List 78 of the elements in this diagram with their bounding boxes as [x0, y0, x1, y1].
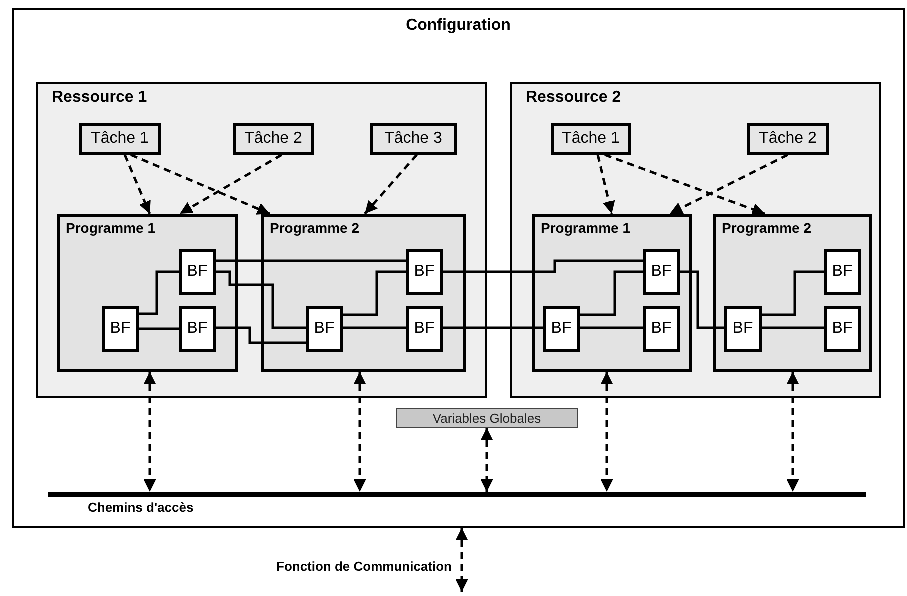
task-label: Tâche 1 [91, 131, 149, 147]
dashed-arrow [354, 372, 366, 492]
task-label: Tâche 1 [562, 131, 620, 147]
function-block-box [179, 306, 216, 352]
dashed-arrow [124, 154, 152, 214]
task-label: Tâche 2 [759, 131, 817, 147]
function-block-box [543, 306, 580, 352]
function-block-box [306, 306, 343, 352]
variables-label: Variables Globales [432, 412, 542, 424]
connection-line [580, 326, 643, 330]
program-heading: Programme 2 [270, 221, 360, 235]
function-block-box [824, 306, 861, 352]
program-heading: Programme 1 [66, 221, 156, 235]
resource-box [510, 82, 881, 398]
block-label: BF [651, 264, 672, 280]
function-block-box [643, 249, 680, 295]
program-box [57, 214, 238, 372]
task-label: Tâche 3 [384, 131, 442, 147]
dashed-arrow [144, 372, 156, 492]
dashed-arrow [364, 154, 418, 215]
program-box [261, 214, 466, 372]
dashed-arrow [130, 154, 270, 216]
block-label: BF [651, 321, 672, 337]
connection-line [680, 270, 724, 330]
connection-line [443, 326, 543, 330]
block-label: BF [314, 321, 335, 337]
diagram-heading: Configuration [405, 18, 512, 34]
block-label: BF [187, 321, 208, 337]
program-heading: Programme 2 [722, 221, 812, 235]
dashed-arrow [604, 154, 766, 216]
connection-line [216, 326, 306, 344]
dashed-arrow [669, 154, 789, 216]
block-label: BF [832, 321, 853, 337]
dashed-arrow [600, 372, 614, 492]
connection-line [762, 326, 824, 330]
resource-heading: Ressource 1 [52, 90, 148, 106]
connection-line [443, 260, 643, 274]
configuration-frame [12, 8, 905, 528]
connection-line [216, 270, 306, 330]
dashed-arrow [456, 528, 468, 592]
function-block-box [102, 306, 139, 352]
block-label: BF [832, 264, 853, 280]
function-block-box [406, 306, 443, 352]
connection-line [343, 326, 406, 330]
global-variables-box [396, 408, 578, 428]
task-box [370, 123, 457, 155]
dashed-arrow [480, 428, 494, 492]
function-block-box [824, 249, 861, 295]
dashed-arrow [179, 154, 283, 216]
block-label: BF [732, 321, 754, 337]
function-block-box [406, 249, 443, 295]
resource-box [36, 82, 487, 398]
program-heading: Programme 1 [541, 221, 630, 235]
connection-line [139, 328, 179, 330]
task-box [747, 123, 829, 155]
task-label: Tâche 2 [244, 131, 302, 147]
connection-line [139, 270, 179, 316]
function-block-box [643, 306, 680, 352]
block-label: BF [414, 264, 435, 280]
function-block-box [179, 249, 216, 295]
connection-line [762, 270, 824, 316]
bus-label: Chemins d'accès [88, 501, 194, 514]
connection-line [580, 270, 643, 316]
task-box [79, 123, 161, 155]
task-box [233, 123, 314, 155]
connection-line [343, 270, 406, 316]
program-box [713, 214, 872, 372]
function-block-box [724, 306, 762, 352]
dashed-arrow [786, 372, 800, 492]
connection-line [216, 260, 406, 262]
block-label: BF [110, 321, 131, 337]
dashed-arrow [596, 154, 616, 214]
program-box [532, 214, 692, 372]
block-label: BF [414, 321, 435, 337]
task-box [551, 123, 631, 155]
resource-heading: Ressource 2 [526, 90, 622, 106]
block-label: BF [187, 264, 208, 280]
block-label: BF [551, 321, 572, 337]
